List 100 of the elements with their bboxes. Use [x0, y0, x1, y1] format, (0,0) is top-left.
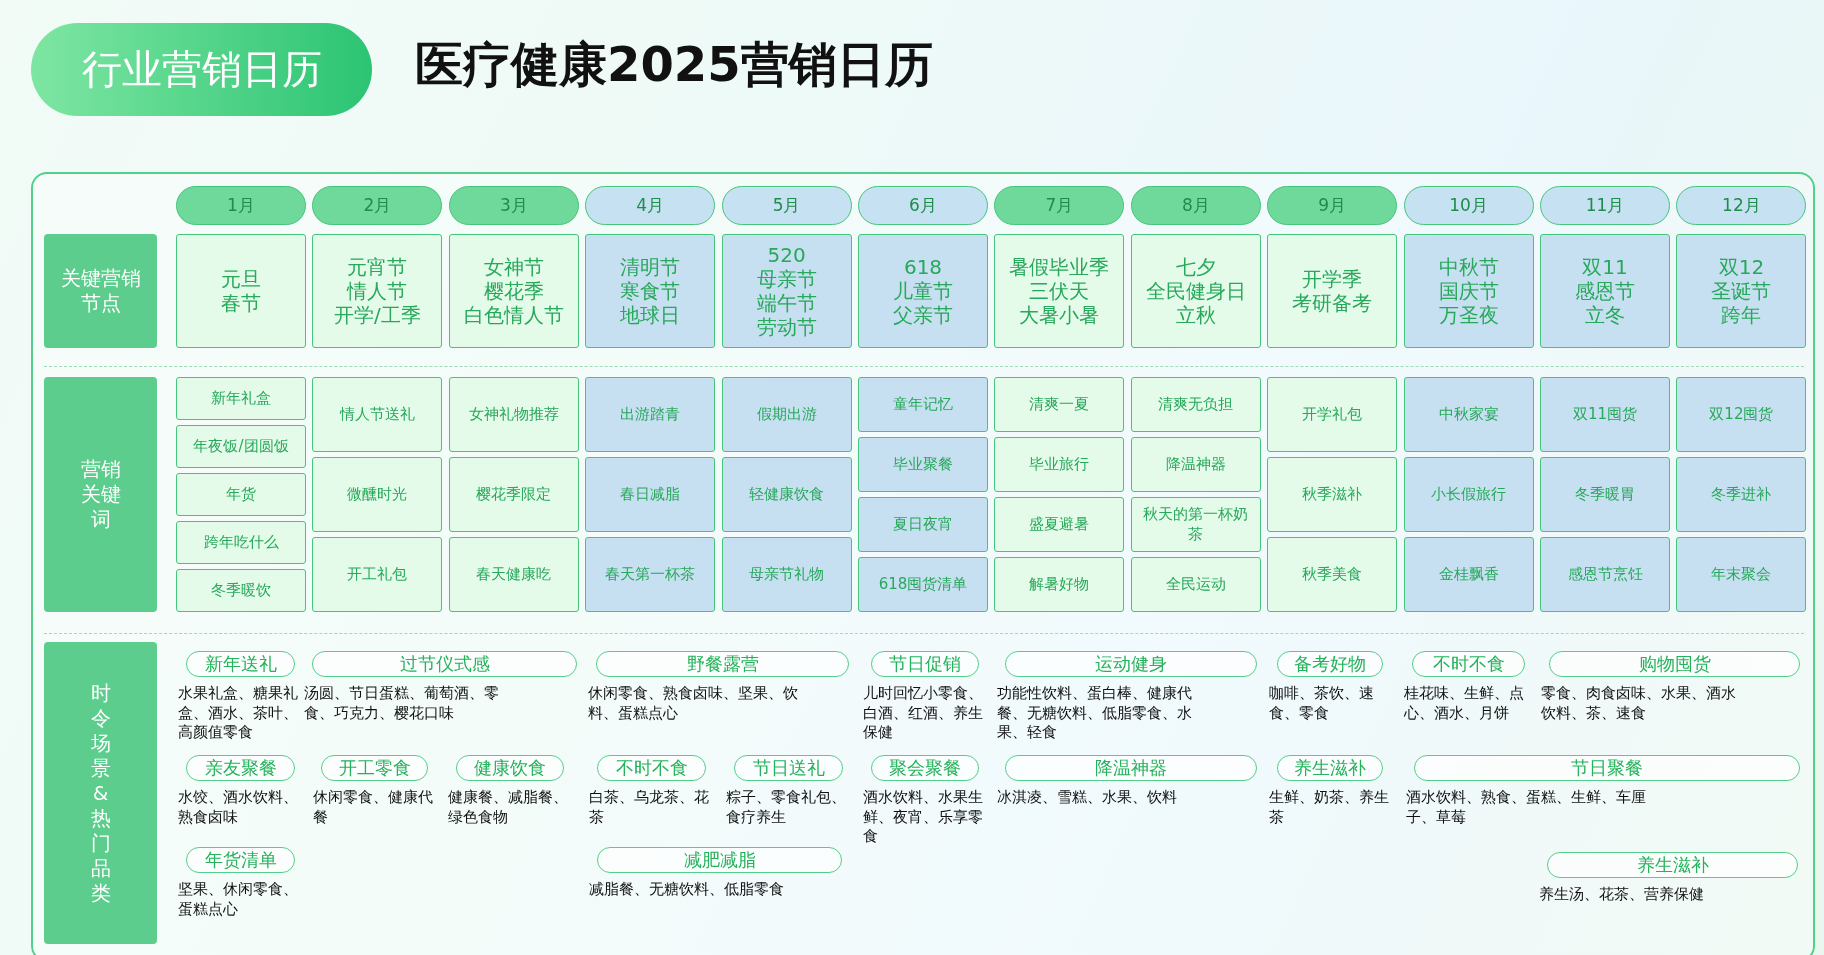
festival-cell: 双12 圣诞节 跨年 [1676, 234, 1807, 348]
title: 医疗健康2025营销日历 [415, 36, 933, 94]
keyword-cell: 秋天的第一杯奶茶 [1130, 497, 1261, 552]
festival-cell: 女神节 樱花季 白色情人节 [448, 234, 579, 348]
month-tab: 6月 [858, 186, 988, 225]
festival-cell: 七夕 全民健身日 立秋 [1130, 234, 1261, 348]
festival-cell: 开学季 考研备考 [1267, 234, 1398, 348]
item-list: 儿时回忆小零食、白酒、红酒、养生保健 [863, 684, 991, 743]
category-tag: 养生滋补 [1547, 852, 1798, 878]
keyword-cell: 盛夏避暑 [994, 497, 1125, 552]
month-tab: 7月 [994, 186, 1125, 225]
keyword-cell: 金桂飘香 [1403, 537, 1534, 612]
keyword-cell: 清爽一夏 [994, 377, 1125, 432]
category-tag: 降温神器 [1005, 755, 1257, 781]
row-header: 营销关键词 [44, 377, 157, 612]
keyword-cell: 冬季进补 [1676, 457, 1807, 532]
item-list: 桂花味、生鲜、点心、酒水、月饼 [1404, 684, 1537, 723]
festival-cell: 双11 感恩节 立冬 [1540, 234, 1670, 348]
category-tag: 减肥减脂 [597, 847, 842, 873]
keyword-cell: 全民运动 [1130, 557, 1261, 612]
category-tag: 开工零食 [321, 755, 428, 781]
month-tab: 11月 [1540, 186, 1670, 225]
item-list: 减脂餐、无糖饮料、低脂零食 [589, 880, 809, 900]
keyword-cell: 母亲节礼物 [721, 537, 852, 612]
festival-cell: 中秋节 国庆节 万圣夜 [1403, 234, 1534, 348]
month-tab: 10月 [1403, 186, 1534, 225]
keyword-cell: 年货 [176, 473, 306, 516]
festival-cell: 元宵节 情人节 开学/工季 [312, 234, 443, 348]
keyword-cell: 开工礼包 [312, 537, 443, 612]
keyword-cell: 情人节送礼 [312, 377, 443, 452]
category-tag: 购物囤货 [1549, 651, 1800, 677]
category-tag: 备考好物 [1277, 651, 1383, 677]
title-badge: 行业营销日历 [31, 23, 372, 116]
keyword-cell: 春日减脂 [585, 457, 716, 532]
keyword-cell: 微醺时光 [312, 457, 443, 532]
item-list: 酒水饮料、熟食、蛋糕、生鲜、车厘子、草莓 [1406, 788, 1656, 827]
item-list: 生鲜、奶茶、养生茶 [1269, 788, 1395, 827]
month-tab: 4月 [585, 186, 716, 225]
keyword-cell: 毕业旅行 [994, 437, 1125, 492]
keyword-cell: 年末聚会 [1676, 537, 1807, 612]
keyword-cell: 感恩节烹饪 [1540, 537, 1670, 612]
item-list: 白茶、乌龙茶、花茶 [589, 788, 718, 827]
keyword-cell: 降温神器 [1130, 437, 1261, 492]
item-list: 冰淇凌、雪糕、水果、饮料 [997, 788, 1269, 808]
category-tag: 节日送礼 [734, 755, 843, 781]
category-tag: 不时不食 [597, 755, 706, 781]
festival-cell: 清明节 寒食节 地球日 [585, 234, 716, 348]
festival-cell: 618 儿童节 父亲节 [858, 234, 988, 348]
keyword-cell: 轻健康饮食 [721, 457, 852, 532]
item-list: 坚果、休闲零食、蛋糕点心 [178, 880, 307, 919]
item-list: 健康餐、减脂餐、绿色食物 [448, 788, 576, 827]
category-tag: 年货清单 [186, 847, 295, 873]
keyword-cell: 清爽无负担 [1130, 377, 1261, 432]
month-tab: 12月 [1676, 186, 1807, 225]
keyword-cell: 秋季美食 [1267, 537, 1398, 612]
category-tag: 养生滋补 [1277, 755, 1383, 781]
keyword-cell: 冬季暖胃 [1540, 457, 1670, 532]
month-tab: 9月 [1267, 186, 1398, 225]
keyword-cell: 双11囤货 [1540, 377, 1670, 452]
item-list: 水饺、酒水饮料、熟食卤味 [178, 788, 307, 827]
keyword-cell: 毕业聚餐 [858, 437, 988, 492]
month-tab: 2月 [312, 186, 443, 225]
month-tab: 5月 [721, 186, 852, 225]
keyword-cell: 春天健康吃 [448, 537, 579, 612]
row-header: 关键营销节点 [44, 234, 157, 348]
category-tag: 过节仪式感 [312, 651, 577, 677]
category-tag: 节日促销 [871, 651, 979, 677]
month-tab: 8月 [1130, 186, 1261, 225]
row-header: 时令场景&热门品类 [44, 642, 157, 944]
keyword-cell: 假期出游 [721, 377, 852, 452]
keyword-cell: 冬季暖饮 [176, 569, 306, 612]
keyword-cell: 解暑好物 [994, 557, 1125, 612]
item-list: 功能性饮料、蛋白棒、健康代餐、无糖饮料、低脂零食、水果、轻食 [997, 684, 1212, 743]
keyword-cell: 女神礼物推荐 [448, 377, 579, 452]
category-tag: 亲友聚餐 [186, 755, 295, 781]
keyword-cell: 樱花季限定 [448, 457, 579, 532]
keyword-cell: 春天第一杯茶 [585, 537, 716, 612]
month-tab: 1月 [176, 186, 306, 225]
keyword-cell: 夏日夜宵 [858, 497, 988, 552]
keyword-cell: 秋季滋补 [1267, 457, 1398, 532]
keyword-cell: 跨年吃什么 [176, 521, 306, 564]
category-tag: 新年送礼 [186, 651, 295, 677]
category-tag: 运动健身 [1005, 651, 1257, 677]
keyword-cell: 中秋家宴 [1403, 377, 1534, 452]
item-list: 粽子、零食礼包、食疗养生 [726, 788, 855, 827]
item-list: 零食、肉食卤味、水果、酒水饮料、茶、速食 [1541, 684, 1741, 723]
category-tag: 节日聚餐 [1414, 755, 1800, 781]
item-list: 休闲零食、健康代餐 [313, 788, 440, 827]
category-tag: 野餐露营 [596, 651, 849, 677]
keyword-cell: 开学礼包 [1267, 377, 1398, 452]
item-list: 咖啡、茶饮、速食、零食 [1269, 684, 1395, 723]
keyword-cell: 新年礼盒 [176, 377, 306, 420]
keyword-cell: 童年记忆 [858, 377, 988, 432]
keyword-cell: 双12囤货 [1676, 377, 1807, 452]
keyword-cell: 小长假旅行 [1403, 457, 1534, 532]
month-tab: 3月 [448, 186, 579, 225]
festival-cell: 暑假毕业季 三伏天 大暑小暑 [994, 234, 1125, 348]
category-tag: 聚会聚餐 [871, 755, 979, 781]
keyword-cell: 年夜饭/团圆饭 [176, 425, 306, 468]
item-list: 酒水饮料、水果生鲜、夜宵、乐享零食 [863, 788, 991, 847]
